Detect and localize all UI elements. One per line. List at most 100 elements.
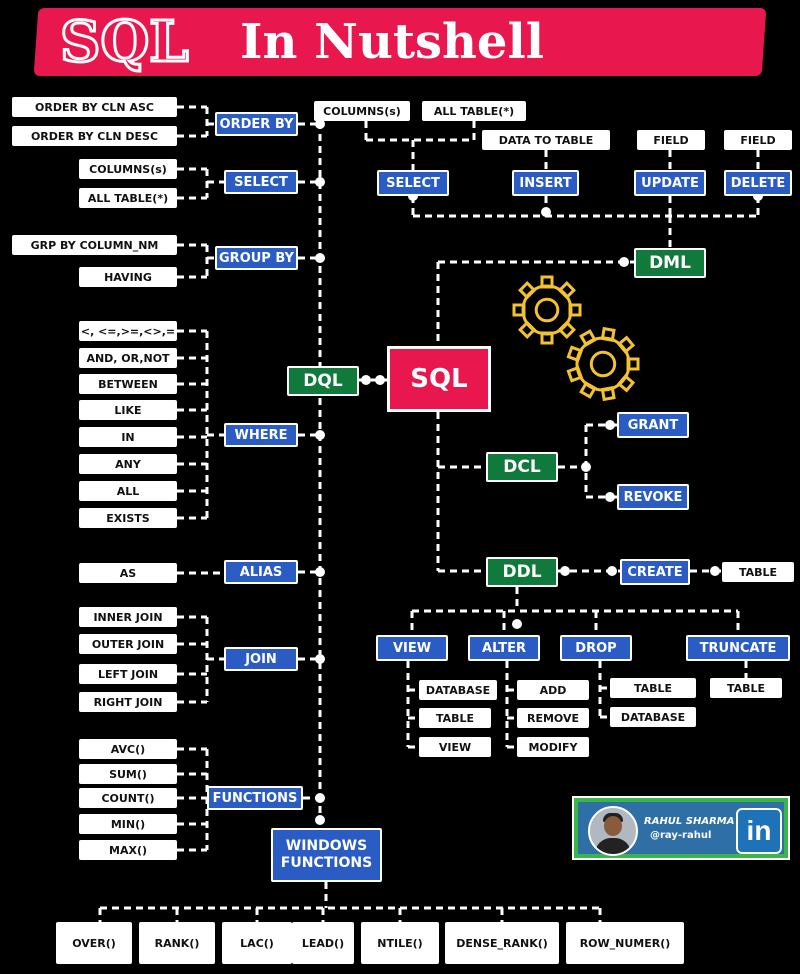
avatar-body (595, 838, 631, 854)
alias-node: ALIAS (224, 560, 298, 584)
join-node: JOIN (224, 647, 298, 671)
alter-remove: REMOVE (517, 708, 589, 728)
connector-dot (560, 566, 570, 576)
gears-icon (512, 275, 640, 402)
window-lead: LEAD() (292, 922, 354, 964)
join-right: RIGHT JOIN (79, 692, 177, 712)
create-node: CREATE (620, 559, 690, 585)
connector-dot (581, 462, 591, 472)
connector-dot (541, 207, 551, 217)
connector-dot (315, 654, 325, 664)
connector-dot (710, 566, 720, 576)
update-node: UPDATE (634, 170, 706, 196)
where-in: IN (79, 427, 177, 447)
author-card[interactable]: RAHUL SHARMA @ray-rahul in (572, 796, 790, 860)
author-card-inner: RAHUL SHARMA @ray-rahul in (578, 802, 784, 856)
gear-hub (589, 350, 617, 378)
view-database: DATABASE (419, 680, 497, 700)
dql-select-columns: COLUMNS(s) (79, 159, 177, 179)
dml-select-columns: COLUMNS(s) (314, 101, 410, 121)
gear-tooth (566, 365, 584, 383)
function-max: MAX() (79, 840, 177, 860)
avatar (588, 806, 638, 856)
gear-tooth (579, 381, 597, 399)
gear-hub (534, 297, 560, 323)
ddl-node: DDL (486, 557, 558, 587)
truncate-table: TABLE (710, 678, 782, 698)
gear-tooth (616, 374, 636, 393)
window-dense-rank: DENSE_RANK() (445, 922, 559, 964)
function-count: COUNT() (79, 788, 177, 808)
join-inner: INNER JOIN (79, 607, 177, 627)
connector-dot (605, 420, 615, 430)
function-min: MIN() (79, 814, 177, 834)
dml-node: DML (634, 248, 706, 278)
windows-functions-node: WINDOWS FUNCTIONS (271, 828, 382, 882)
where-like: LIKE (79, 400, 177, 420)
window-lac: LAC() (222, 922, 292, 964)
alter-node: ALTER (468, 635, 540, 661)
drop-table: TABLE (610, 678, 696, 698)
delete-field: FIELD (724, 130, 792, 150)
drop-node: DROP (560, 635, 632, 661)
dql-select-all-table: ALL TABLE(*) (79, 188, 177, 208)
connector-dot (361, 375, 371, 385)
gear-tooth (579, 329, 597, 347)
alter-add: ADD (517, 680, 589, 700)
gear-tooth (566, 345, 584, 363)
window-over: OVER() (56, 922, 132, 964)
grant-node: GRANT (617, 412, 689, 438)
function-sum: SUM() (79, 764, 177, 784)
connector-dot (619, 257, 629, 267)
dml-select-node: SELECT (377, 170, 449, 196)
connector-dot (512, 619, 522, 629)
where-logical-ops: AND, OR,NOT (79, 348, 177, 368)
insert-data-to-table: DATA TO TABLE (482, 130, 610, 150)
function-avc: AVC() (79, 739, 177, 759)
insert-node: INSERT (512, 170, 579, 196)
order-by-node: ORDER BY (215, 112, 298, 136)
alias-as: AS (79, 563, 177, 583)
group-by-node: GROUP BY (215, 246, 298, 270)
connector-dot (375, 375, 385, 385)
dml-select-all-table: ALL TABLE(*) (422, 101, 526, 121)
delete-node: DELETE (724, 170, 792, 196)
connector-dot (315, 793, 325, 803)
gear-tooth (557, 320, 576, 339)
revoke-node: REVOKE (617, 484, 689, 510)
gear-tooth (600, 326, 616, 342)
truncate-node: TRUNCATE (686, 635, 790, 661)
order-by-asc: ORDER BY CLN ASC (12, 97, 177, 117)
title-text: In Nutshell (240, 14, 544, 70)
connector-dot (315, 253, 325, 263)
gear-tooth (512, 303, 526, 317)
where-between: BETWEEN (79, 374, 177, 394)
connector-dot (315, 815, 325, 825)
window-rank: RANK() (139, 922, 215, 964)
functions-node: FUNCTIONS (207, 786, 303, 810)
view-table: TABLE (419, 708, 491, 728)
dcl-node: DCL (486, 452, 558, 482)
author-name: RAHUL SHARMA (644, 816, 735, 827)
window-row-number: ROW_NUMER() (566, 922, 684, 964)
dql-select-node: SELECT (224, 170, 298, 194)
view-view: VIEW (419, 737, 491, 757)
connector-dot (605, 492, 615, 502)
where-all: ALL (79, 481, 177, 501)
where-node: WHERE (224, 423, 298, 447)
connector-dot (315, 567, 325, 577)
gear-tooth (616, 335, 636, 354)
group-by-column: GRP BY COLUMN_NM (12, 235, 177, 255)
create-table: TABLE (722, 562, 794, 582)
where-comparison-ops: <, <=,>=,<>,= (79, 321, 177, 341)
linkedin-icon[interactable]: in (736, 808, 782, 854)
alter-modify: MODIFY (517, 737, 589, 757)
gear-tooth (557, 281, 576, 300)
order-by-desc: ORDER BY CLN DESC (12, 126, 177, 146)
gear-tooth (518, 281, 537, 300)
gear-tooth (518, 320, 537, 339)
connector-dot (607, 566, 617, 576)
gear-tooth (600, 386, 616, 402)
where-exists: EXISTS (79, 508, 177, 528)
gear-tooth (540, 275, 554, 289)
